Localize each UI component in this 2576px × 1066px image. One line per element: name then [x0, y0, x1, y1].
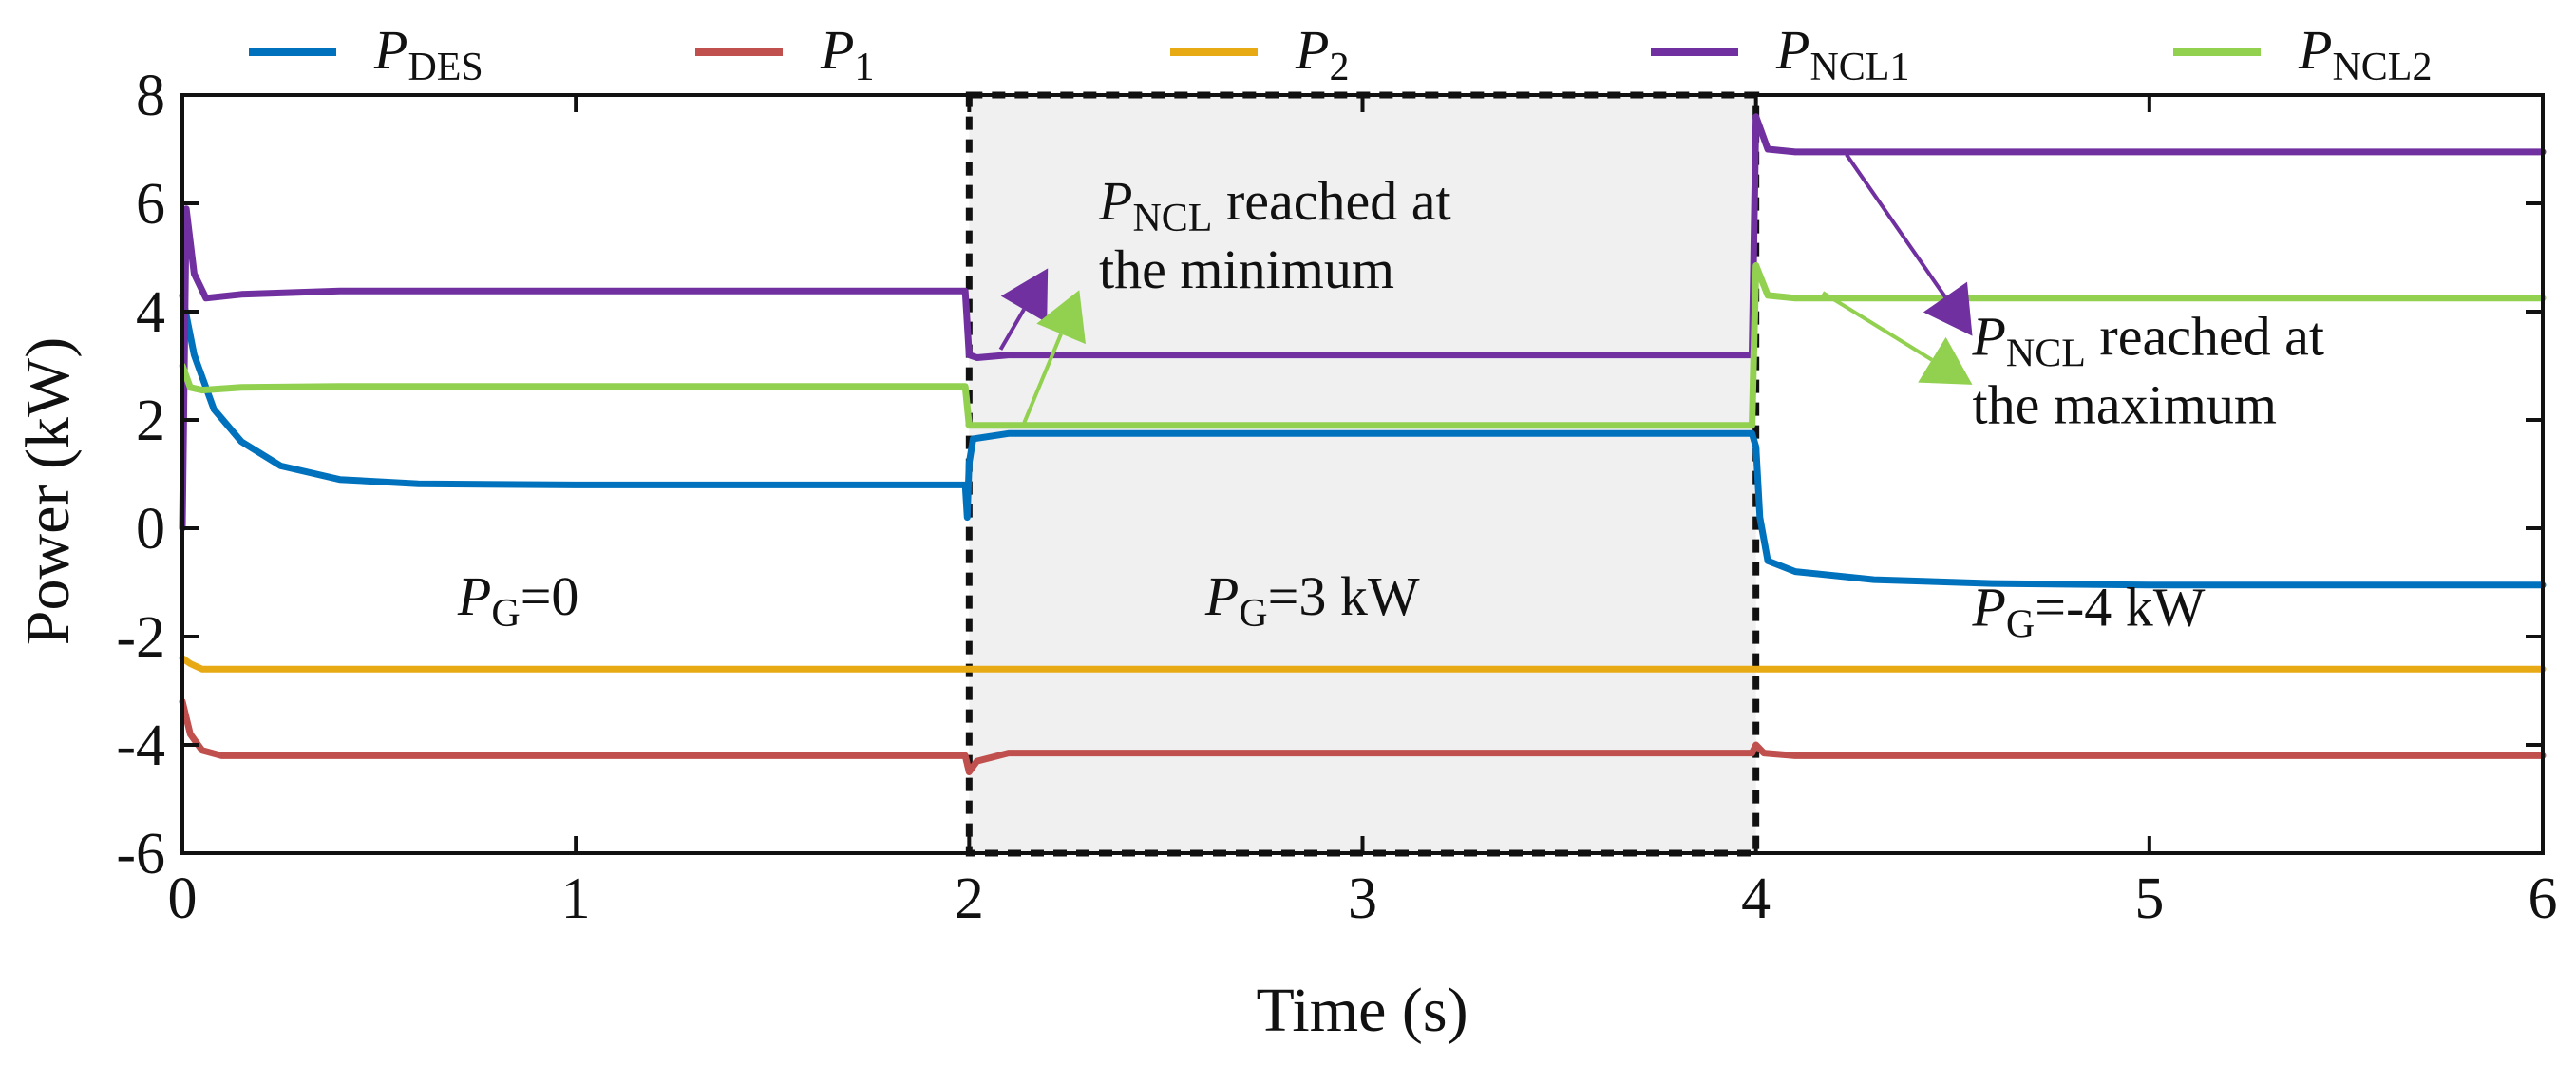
x-tick-label: 2: [955, 866, 984, 931]
annotation-ncl_min: PNCL reached at: [1098, 170, 1451, 240]
series-layer: [179, 113, 2547, 775]
annotation-pg4: PG=-4 kW: [1971, 577, 2205, 647]
arrow-shaft: [1822, 291, 1933, 362]
annotation-pg3: PG=3 kW: [1204, 565, 1420, 636]
legend-label: PDES: [373, 19, 483, 89]
series-line-p-ncl2: [179, 262, 2547, 429]
legend-label: P1: [820, 19, 874, 89]
arrow-layer: [998, 153, 1973, 424]
arrow-shaft: [1022, 333, 1063, 424]
y-tick-label: 8: [136, 64, 165, 128]
y-tick-label: -6: [116, 822, 165, 886]
annotation-arrow: [1822, 291, 1973, 385]
legend-item: PNCL2: [2173, 19, 2432, 89]
axes-layer: 0 1 2 3 4 5 6 8 6 4 2 0 -2 -4 -6: [116, 64, 2557, 931]
annotation-arrow: [1845, 153, 1973, 336]
arrow-head: [1036, 290, 1086, 345]
x-tick-label: 3: [1348, 866, 1377, 931]
annotation-ncl_max: PNCL reached at: [1971, 306, 2324, 376]
annotation-arrow: [998, 268, 1049, 351]
y-axis-label: Power (kW): [13, 337, 83, 645]
arrow-shaft: [998, 308, 1026, 351]
x-tick-label: 0: [168, 866, 198, 931]
legend-item: P1: [695, 19, 874, 89]
y-tick-label: 0: [136, 497, 165, 562]
x-axis-label: Time (s): [1256, 976, 1468, 1045]
series-line-p-1: [179, 697, 2547, 775]
x-tick-label: 4: [1741, 866, 1771, 931]
highlight-region-layer: [965, 91, 1760, 857]
y-tick-label: 6: [136, 172, 165, 237]
x-tick-label: 6: [2529, 866, 2558, 931]
arrow-head: [1000, 268, 1049, 323]
y-tick-label: 2: [136, 389, 165, 453]
annotation-ncl_max-line2: the maximum: [1972, 374, 2277, 436]
arrow-head: [1918, 336, 1973, 385]
legend-label: PNCL1: [1775, 19, 1909, 89]
arrow-head: [1923, 281, 1973, 336]
legend-item: PNCL1: [1651, 19, 1909, 89]
legend-label: PNCL2: [2298, 19, 2432, 89]
series-line-p-2: [179, 655, 2547, 673]
legend-item: PDES: [249, 19, 483, 89]
arrow-shaft: [1845, 153, 1947, 298]
x-tick-label: 1: [561, 866, 591, 931]
legend-item: P2: [1170, 19, 1349, 89]
y-tick-label: -2: [116, 605, 165, 670]
legend-label: P2: [1295, 19, 1349, 89]
x-tick-label: 5: [2134, 866, 2164, 931]
annotation-ncl_min-line2: the minimum: [1099, 238, 1394, 300]
legend: PDES P1 P2 PNCL1 PNCL2: [249, 19, 2432, 89]
highlight-region: [965, 91, 1760, 857]
series-line-p-des: [179, 292, 2547, 589]
annotation-pg0: PG=0: [457, 565, 578, 636]
series-line-p-ncl1: [179, 113, 2547, 532]
annotation-arrow: [1022, 290, 1086, 424]
y-tick-label: 4: [136, 280, 165, 345]
y-tick-label: -4: [116, 714, 165, 778]
